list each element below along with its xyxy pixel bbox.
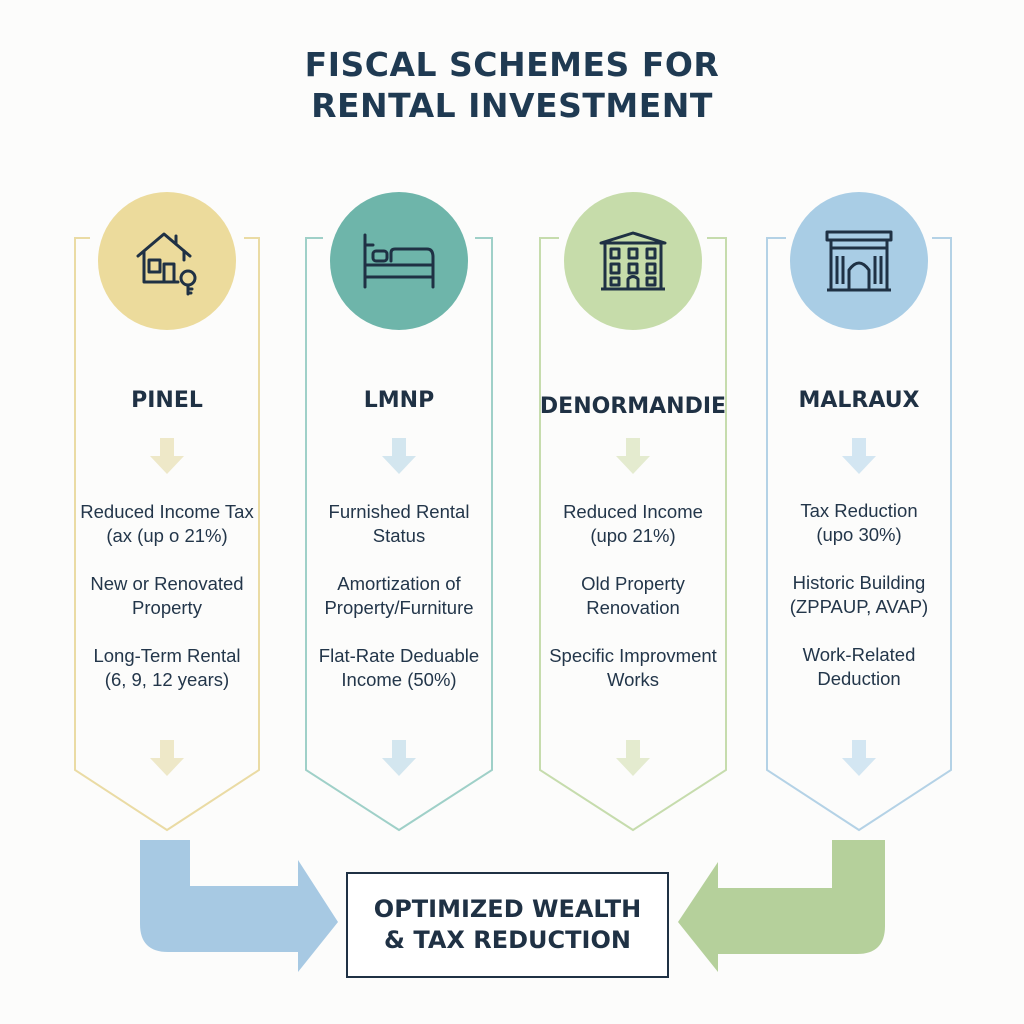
title-line-1: FISCAL SCHEMES FOR	[304, 45, 720, 84]
feature-list: Reduced Income Tax (ax (up o 21%) New or…	[72, 500, 262, 716]
feature-item: Reduced Income Tax (ax (up o 21%)	[80, 501, 254, 546]
down-arrow-icon	[150, 438, 184, 474]
icon-circle	[330, 192, 468, 330]
icon-circle	[790, 192, 928, 330]
scheme-name: MALRAUX	[798, 388, 920, 413]
feature-item: Specific Improvment Works	[549, 645, 717, 690]
down-arrow-icon	[150, 740, 184, 776]
feature-item: Work-Related Deduction	[802, 644, 916, 689]
right-connector-arrow	[678, 840, 885, 972]
down-arrow-icon	[382, 740, 416, 776]
card-outline	[766, 237, 952, 832]
old-building-icon	[599, 231, 667, 291]
feature-list: Tax Reduction (upo 30%) Historic Buildin…	[764, 499, 954, 715]
down-arrow-icon	[382, 438, 416, 474]
down-arrow-icon	[616, 438, 650, 474]
result-box: OPTIMIZED WEALTH & TAX REDUCTION	[346, 872, 669, 978]
feature-item: Furnished Rental Status	[328, 501, 470, 546]
scheme-name: DENORMANDIE	[539, 394, 727, 419]
bed-icon	[363, 233, 435, 289]
scheme-card-lmnp: LMNP Furnished Rental Status Amortizatio…	[303, 0, 495, 850]
feature-item: Amortization of Property/Furniture	[324, 573, 474, 618]
arch-monument-icon	[825, 230, 893, 292]
feature-item: Old Property Renovation	[581, 573, 685, 618]
feature-item: Tax Reduction (upo 30%)	[800, 500, 918, 545]
feature-item: Reduced Income (upo 21%)	[563, 501, 703, 546]
down-arrow-icon	[616, 740, 650, 776]
card-outline	[74, 237, 260, 832]
house-key-icon	[136, 232, 197, 296]
scheme-card-denormandie: DENORMANDIE Reduced Income (upo 21%) Old…	[537, 0, 729, 850]
result-line-2: & TAX REDUCTION	[384, 926, 631, 954]
feature-item: New or Renovated Property	[90, 573, 244, 618]
icon-circle	[98, 192, 236, 330]
title-line-2: RENTAL INVESTMENT	[311, 86, 713, 125]
card-outline	[539, 237, 727, 832]
page-title: FISCAL SCHEMES FOR RENTAL INVESTMENT	[0, 44, 1024, 126]
feature-item: Flat-Rate Deduable Income (50%)	[318, 645, 480, 690]
icon-circle	[564, 192, 702, 330]
scheme-card-malraux: MALRAUX Tax Reduction (upo 30%) Historic…	[764, 0, 954, 850]
left-connector-arrow	[140, 840, 338, 972]
down-arrow-icon	[842, 438, 876, 474]
scheme-name: LMNP	[363, 388, 435, 413]
down-arrow-icon	[842, 740, 876, 776]
feature-item: Historic Building (ZPPAUP, AVAP)	[789, 572, 929, 617]
card-outline	[305, 237, 493, 832]
feature-item: Long-Term Rental (6, 9, 12 years)	[93, 645, 241, 690]
scheme-card-pinel: PINEL Reduced Income Tax (ax (up o 21%) …	[72, 0, 262, 850]
feature-list: Furnished Rental Status Amortization of …	[303, 500, 495, 716]
result-line-1: OPTIMIZED WEALTH	[373, 895, 642, 923]
scheme-name: PINEL	[131, 388, 203, 413]
feature-list: Reduced Income (upo 21%) Old Property Re…	[537, 500, 729, 716]
